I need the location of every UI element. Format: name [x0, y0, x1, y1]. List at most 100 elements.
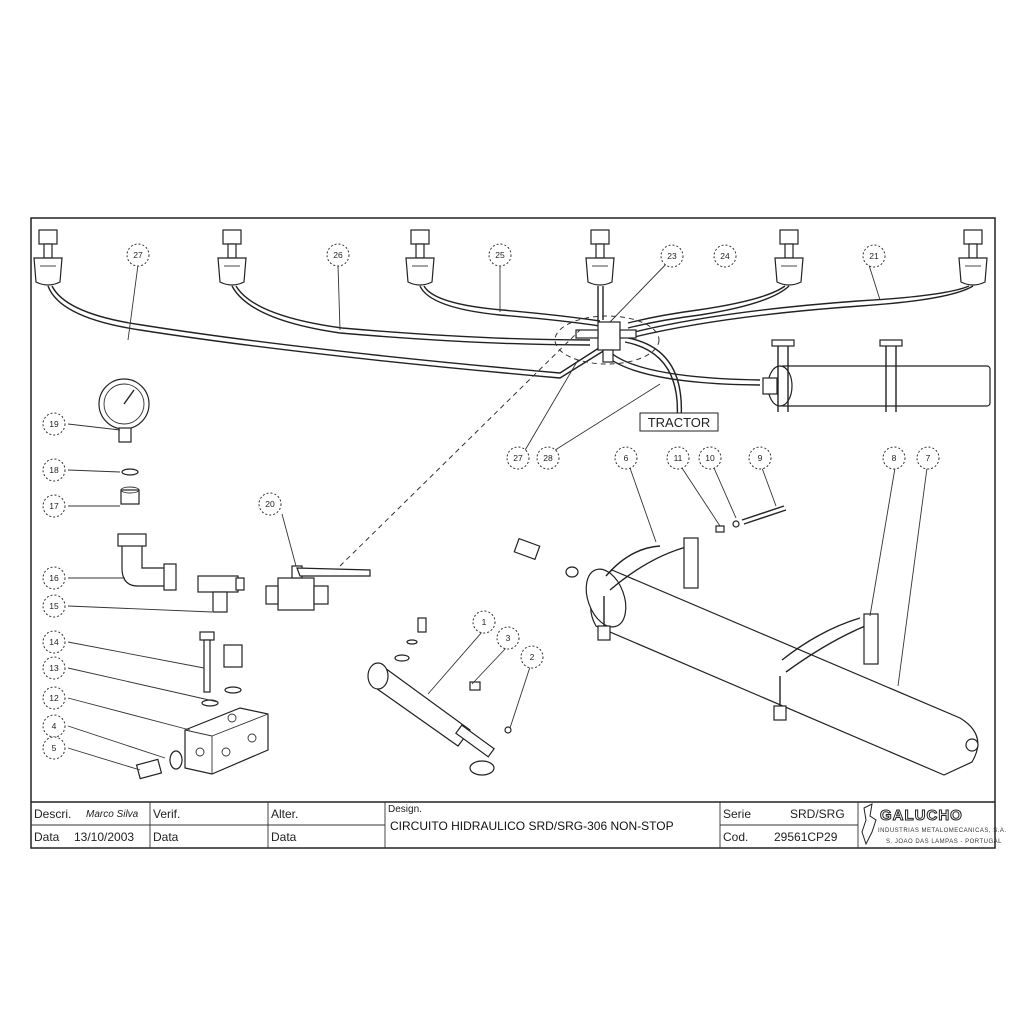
- tractor-label: TRACTOR: [648, 415, 711, 430]
- balloon-23: 23: [660, 244, 684, 268]
- date1-value: 13/10/2003: [74, 830, 134, 844]
- verif-label: Verif.: [153, 807, 180, 821]
- balloon-label: 8: [892, 453, 897, 463]
- balloon-5: 5: [42, 736, 66, 760]
- balloon-10: 10: [698, 446, 722, 470]
- manifold-block-12: [184, 707, 269, 775]
- top-valve-4: [585, 229, 615, 286]
- date1-label: Data: [34, 830, 60, 844]
- company-sub1: INDUSTRIAS METALOMECANICAS, S.A.: [878, 828, 1007, 834]
- descr-signature: Marco Silva: [86, 809, 139, 820]
- hydraulic-hoses: [47, 285, 974, 431]
- balloon-28: 28: [536, 446, 560, 470]
- serie-value: SRD/SRG: [790, 807, 845, 821]
- balloon-20: 20: [258, 492, 282, 516]
- cod-label: Cod.: [723, 830, 748, 844]
- company-sub2: S. JOAO DAS LAMPAS - PORTUGAL: [886, 839, 1002, 845]
- bolt-9-nut-11-washer-10: [715, 505, 787, 533]
- company-logo: GALUCHO INDUSTRIAS METALOMECANICAS, S.A.…: [861, 803, 1007, 846]
- balloon-13: 13: [42, 656, 66, 680]
- balloon-label: 14: [49, 637, 59, 647]
- design-label: Design.: [388, 804, 422, 815]
- balloon-12: 12: [42, 686, 66, 710]
- balloon-label: 5: [52, 743, 57, 753]
- balloon-label: 1: [482, 617, 487, 627]
- balloon-17: 17: [42, 494, 66, 518]
- balloon-label: 27: [513, 453, 523, 463]
- top-valve-5: [774, 229, 804, 286]
- balloon-15: 15: [42, 594, 66, 618]
- balloon-27a: 27: [126, 243, 150, 267]
- top-valve-2: [217, 229, 247, 286]
- balloon-label: 24: [720, 251, 730, 261]
- balloon-label: 28: [543, 453, 553, 463]
- drawing-frame: [30, 217, 996, 849]
- balloon-1: 1: [472, 610, 496, 634]
- company-name: GALUCHO: [880, 807, 963, 824]
- balloon-label: 21: [869, 251, 879, 261]
- balloon-label: 13: [49, 663, 59, 673]
- small-cylinder: [762, 339, 991, 412]
- balloon-label: 11: [674, 453, 683, 463]
- top-valve-1: [33, 229, 63, 286]
- alter-label: Alter.: [271, 807, 298, 821]
- balloon-27b: 27: [506, 446, 530, 470]
- balloon-18: 18: [42, 458, 66, 482]
- balloon-3: 3: [496, 626, 520, 650]
- balloon-21: 21: [862, 244, 886, 268]
- balloon-label: 10: [705, 453, 715, 463]
- title-block: Descri. Marco Silva Data 13/10/2003 Veri…: [31, 801, 1007, 848]
- balloon-label: 26: [333, 250, 343, 260]
- balloon-25: 25: [488, 243, 512, 267]
- bolt-14: [199, 631, 215, 693]
- ball-valve-20: [265, 565, 371, 611]
- top-valve-6: [958, 229, 988, 286]
- balloon-16: 16: [42, 566, 66, 590]
- balloon-label: 25: [495, 250, 505, 260]
- balloon-9: 9: [748, 446, 772, 470]
- balloon-label: 3: [506, 633, 511, 643]
- elbow-adapter: [513, 537, 579, 578]
- balloon-label: 19: [49, 419, 59, 429]
- balloon-label: 15: [49, 601, 59, 611]
- tee-fitting-15: [197, 575, 245, 613]
- hydraulic-cylinder-1: [367, 617, 512, 776]
- top-valve-3: [405, 229, 435, 286]
- balloon-label: 16: [49, 573, 59, 583]
- fitting-13: [201, 644, 243, 707]
- balloon-label: 17: [49, 501, 59, 511]
- balloon-label: 7: [926, 453, 931, 463]
- balloon-24: 24: [713, 244, 737, 268]
- balloon-11: 11: [666, 446, 690, 470]
- balloon-6: 6: [614, 446, 638, 470]
- balloon-label: 23: [667, 251, 677, 261]
- cod-value: 29561CP29: [774, 830, 838, 844]
- design-value: CIRCUITO HIDRAULICO SRD/SRG-306 NON-STOP: [390, 819, 674, 833]
- balloon-19: 19: [42, 412, 66, 436]
- tractor-tag: TRACTOR: [639, 412, 719, 432]
- balloon-label: 9: [758, 453, 763, 463]
- balloon-26a: 26: [326, 243, 350, 267]
- balloon-14: 14: [42, 630, 66, 654]
- balloon-label: 12: [49, 693, 59, 703]
- descr-label: Descri.: [34, 807, 71, 821]
- leader-lines: [67, 257, 928, 771]
- balloon-4: 4: [42, 714, 66, 738]
- adapter-17: [120, 486, 140, 505]
- balloon-7: 7: [916, 446, 940, 470]
- date3-label: Data: [271, 830, 297, 844]
- balloon-label: 4: [52, 721, 57, 731]
- balloon-label: 18: [49, 465, 59, 475]
- serie-label: Serie: [723, 807, 751, 821]
- balloon-label: 6: [624, 453, 629, 463]
- balloon-label: 2: [530, 652, 535, 662]
- large-accumulator-7: [585, 537, 979, 776]
- balloon-label: 27: [133, 250, 143, 260]
- date2-label: Data: [153, 830, 179, 844]
- balloon-2: 2: [520, 645, 544, 669]
- top-valve-row: [33, 229, 988, 286]
- seal-ring-18: [121, 468, 139, 476]
- pressure-gauge: [98, 378, 150, 443]
- central-manifold: [554, 315, 660, 365]
